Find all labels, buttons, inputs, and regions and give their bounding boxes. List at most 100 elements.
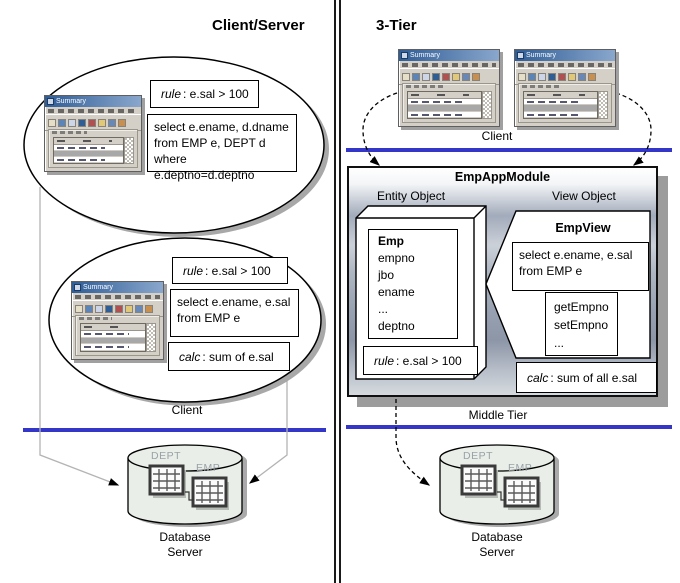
right-database-server-label: Database Server bbox=[437, 530, 557, 560]
table-row bbox=[524, 99, 597, 106]
client1-to-db-connector bbox=[39, 187, 120, 486]
window-toolbar bbox=[45, 114, 141, 131]
entity-attribute: ename bbox=[378, 285, 415, 299]
window-toolbar bbox=[72, 300, 163, 317]
module-to-db-arrow bbox=[395, 399, 431, 486]
database-label-line: Database bbox=[159, 530, 211, 544]
form-group-box-label bbox=[79, 317, 113, 320]
database-label-line: Server bbox=[479, 545, 515, 559]
toolbar-icon bbox=[558, 72, 566, 81]
window-titlebar: Summary bbox=[72, 282, 163, 293]
toolbar-icon bbox=[85, 304, 93, 313]
right-panel-title: 3-Tier bbox=[376, 17, 417, 34]
toolbar-icon bbox=[538, 72, 546, 81]
app-window: Summary bbox=[44, 95, 142, 172]
toolbar-icon bbox=[422, 72, 430, 81]
toolbar-icon bbox=[118, 118, 126, 127]
window-form-area bbox=[402, 83, 496, 123]
toolbar-icon bbox=[412, 72, 420, 81]
view-method: getEmpno bbox=[554, 300, 609, 314]
emp-table-icon bbox=[191, 476, 231, 512]
entity-attribute: jbo bbox=[378, 268, 395, 282]
entity-name: Emp bbox=[378, 234, 405, 248]
table-row bbox=[54, 145, 123, 151]
entity-attribute: deptno bbox=[378, 319, 415, 333]
table-row bbox=[54, 157, 123, 163]
left-database-cylinder bbox=[127, 444, 247, 527]
toolbar-icon bbox=[548, 72, 556, 81]
window-title: Summary bbox=[526, 51, 556, 59]
window-icon bbox=[401, 52, 408, 59]
window-form-area bbox=[48, 129, 138, 168]
table-row bbox=[408, 112, 481, 118]
scrollbar bbox=[146, 323, 156, 352]
view-method: ... bbox=[554, 336, 565, 350]
window-menubar bbox=[518, 63, 612, 67]
toolbar-icon bbox=[568, 72, 576, 81]
window-menubar bbox=[48, 109, 138, 113]
view-name: EmpView bbox=[555, 221, 611, 235]
form-group-box-label bbox=[522, 85, 559, 88]
table-row-selected bbox=[408, 105, 481, 112]
view-method: setEmpno bbox=[554, 318, 609, 332]
window-toolbar bbox=[399, 68, 499, 85]
rule-expression: : e.sal > 100 bbox=[205, 263, 271, 278]
toolbar-icon bbox=[135, 304, 143, 313]
left-client-tier-separator-line bbox=[23, 428, 326, 432]
toolbar-icon bbox=[105, 304, 113, 313]
table-row-selected bbox=[524, 105, 597, 112]
toolbar-icon bbox=[145, 304, 153, 313]
data-table bbox=[407, 91, 482, 119]
window-title: Summary bbox=[410, 51, 440, 59]
calc-expression: : sum of e.sal bbox=[202, 349, 274, 364]
table-header bbox=[524, 92, 597, 99]
rule-expression: : e.sal > 100 bbox=[396, 353, 462, 368]
toolbar-icon bbox=[442, 72, 450, 81]
sql-line: from EMP e, DEPT d bbox=[154, 136, 266, 150]
scrollbar bbox=[598, 91, 608, 119]
toolbar-icon bbox=[518, 72, 526, 81]
table-row bbox=[524, 112, 597, 118]
toolbar-icon bbox=[95, 304, 103, 313]
dept-table-label: DEPT bbox=[463, 450, 494, 462]
client-app-window-2: Summary bbox=[71, 281, 164, 360]
emp-table-label: EMP bbox=[508, 462, 533, 474]
data-table bbox=[80, 323, 146, 352]
dept-table-icon bbox=[460, 464, 500, 500]
table-row bbox=[408, 99, 481, 106]
toolbar-icon bbox=[88, 118, 96, 127]
client-app-window-4: Summary bbox=[514, 49, 616, 127]
form-group-box-label bbox=[52, 131, 88, 134]
view-object-label: View Object bbox=[552, 189, 616, 203]
window-form-area bbox=[518, 83, 612, 123]
emp-table-icon bbox=[503, 476, 543, 512]
client2-to-db-connector bbox=[248, 373, 288, 484]
right-client-tier-separator-line bbox=[346, 148, 672, 152]
left-client-label: Client bbox=[171, 403, 203, 417]
toolbar-icon bbox=[452, 72, 460, 81]
window-icon bbox=[47, 98, 54, 105]
window-title: Summary bbox=[83, 283, 113, 291]
right-client-label: Client bbox=[481, 129, 513, 143]
sql-line: from EMP e bbox=[519, 264, 583, 278]
sql-line: select e.ename, e.sal bbox=[177, 295, 291, 309]
rule-expression: : e.sal > 100 bbox=[183, 87, 249, 101]
rule-box-2: rule: e.sal > 100 bbox=[172, 257, 288, 284]
entity-object-label: Entity Object bbox=[377, 189, 446, 203]
data-table bbox=[53, 137, 124, 164]
form-group-box-label bbox=[406, 85, 443, 88]
entity-attributes-box: Emp empno jbo ename ... deptno bbox=[368, 229, 458, 339]
sql-box-3: select e.ename, e.sal from EMP e bbox=[512, 242, 649, 291]
view-methods-box: getEmpno setEmpno ... bbox=[545, 292, 618, 356]
client-to-module-arrow-right bbox=[615, 92, 652, 166]
window-menubar bbox=[75, 295, 160, 299]
window-titlebar: Summary bbox=[45, 96, 141, 107]
left-database-server-label: Database Server bbox=[125, 530, 245, 560]
sql-line: from EMP e bbox=[177, 311, 241, 325]
window-titlebar: Summary bbox=[515, 50, 615, 61]
sql-line: select e.ename, d.dname bbox=[154, 120, 289, 134]
window-form-area bbox=[75, 315, 160, 356]
window-toolbar bbox=[515, 68, 615, 85]
table-row-selected bbox=[54, 151, 123, 157]
